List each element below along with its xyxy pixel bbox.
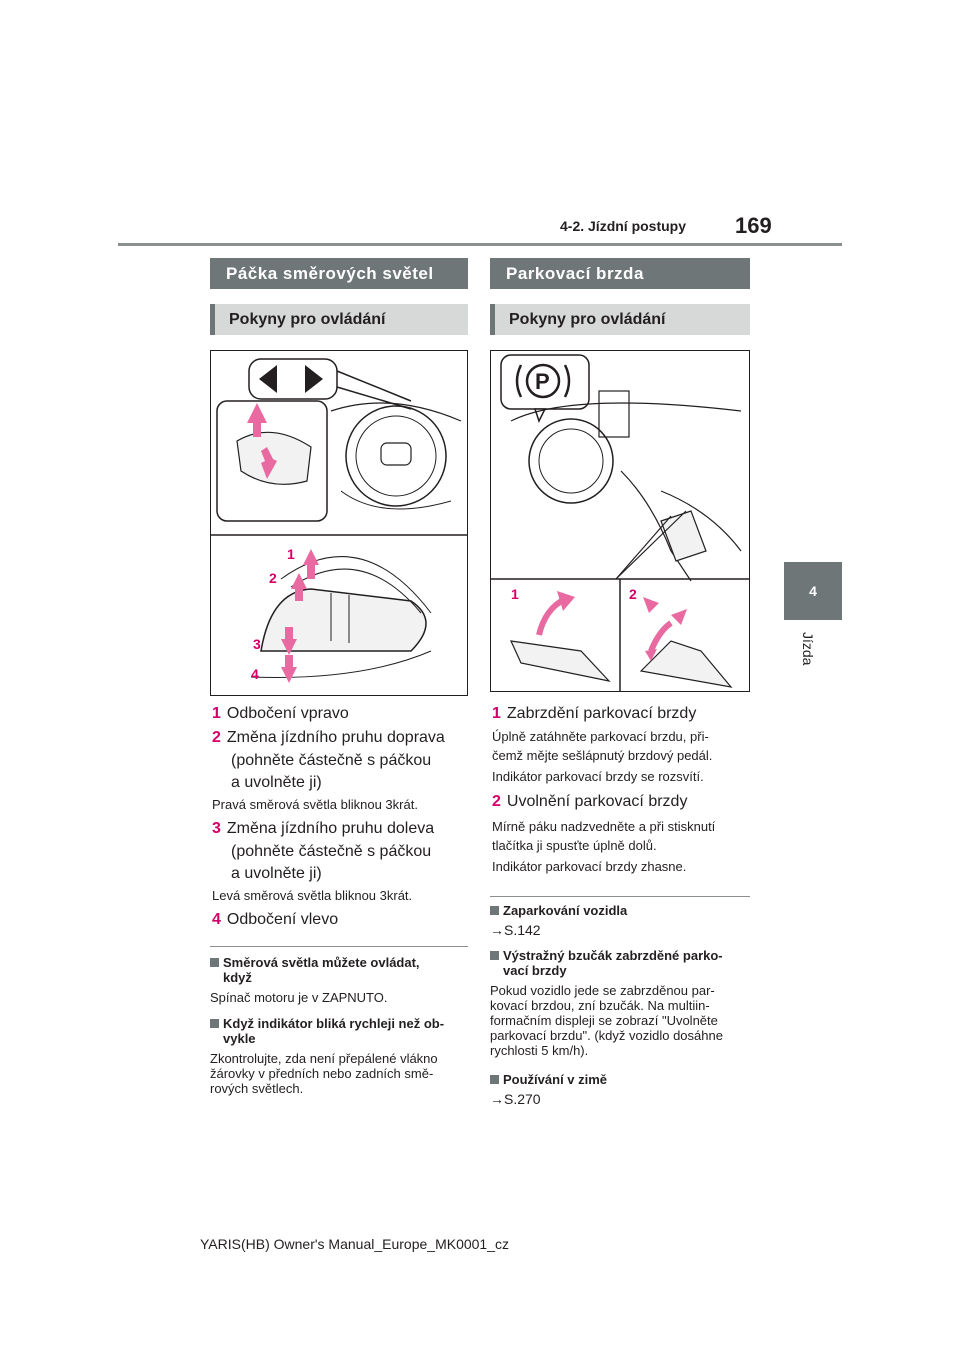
step-number: 2 [212, 729, 221, 746]
right-note-3-ref[interactable]: →S.270 [490, 1091, 541, 1107]
right-note-2-body-4: parkovací brzdu". (když vozidlo dosáhne [490, 1028, 723, 1043]
right-step-2-note-3: Indikátor parkovací brzdy zhasne. [492, 859, 687, 874]
lever-icon [260, 588, 427, 652]
step-text: Odbočení vlevo [226, 911, 339, 928]
right-note-2-body-2: kovací brzdou, zní bzučák. Na multiin- [490, 998, 710, 1013]
left-step-3-line3: a uvolněte ji) [231, 865, 322, 882]
right-step-2-note-2: tlačítka ji spusťte úplně dolů. [492, 838, 657, 853]
square-bullet-icon [490, 906, 499, 915]
page-number: 169 [735, 213, 772, 238]
brake-lever-icon [660, 510, 707, 562]
step-text: Zabrzdění parkovací brzdy [506, 705, 697, 722]
fig-label-1: 1 [511, 586, 519, 602]
arrow-3-icon [281, 627, 297, 655]
header-rule [118, 243, 842, 246]
left-note-2-head2: vykle [223, 1031, 256, 1046]
fig-label-3: 3 [253, 636, 261, 652]
right-note-2-body-1: Pokud vozidlo jede se zabrzděnou par- [490, 983, 715, 998]
notes-rule-left [210, 946, 468, 947]
left-step-2-note: Pravá směrová světla bliknou 3krát. [212, 797, 418, 812]
arrow-1-icon [303, 549, 319, 579]
left-step-2: 2 Změna jízdního pruhu doprava [212, 727, 445, 749]
steering-wheel-icon [528, 418, 614, 504]
right-step-2: 2 Uvolnění parkovací brzdy [492, 791, 687, 813]
left-note-1-head2: když [223, 970, 252, 985]
down-arrow-icon [261, 447, 277, 479]
fig-label-2: 2 [629, 586, 637, 602]
subsection-title-right: Pokyny pro ovládání [490, 304, 750, 335]
right-arrow-icon [305, 365, 323, 393]
right-note-2-head2: vací brzdy [503, 963, 567, 978]
left-note-2-body-2: žárovky v předních nebo zadních smě- [210, 1066, 434, 1081]
square-bullet-icon [490, 951, 499, 960]
left-note-1-head: Směrová světla můžete ovládat, [210, 955, 468, 970]
right-note-3-head: Používání v zimě [490, 1072, 607, 1087]
step-text: Uvolnění parkovací brzdy [506, 793, 688, 810]
step-number: 4 [212, 911, 221, 928]
callout-box [248, 358, 338, 400]
step-text: Změna jízdního pruhu doleva [226, 820, 435, 837]
left-step-2-line3: a uvolněte ji) [231, 774, 322, 791]
section-title-parking-brake: Parkovací brzda [490, 258, 750, 289]
right-note-2-body-5: rychlosti 5 km/h). [490, 1043, 589, 1058]
step-text: Změna jízdního pruhu doprava [226, 729, 445, 746]
lever-up-icon [510, 640, 611, 682]
p-symbol: P [535, 369, 550, 394]
parking-symbol-icon [525, 363, 561, 399]
step-text: Odbočení vpravo [226, 705, 349, 722]
left-note-2-body-3: rových světlech. [210, 1081, 304, 1096]
release-down-arrow-icon [645, 649, 657, 661]
subsection-title-left: Pokyny pro ovládání [210, 304, 468, 335]
fig-label-2: 2 [269, 570, 277, 586]
left-note-1-body: Spínač motoru je v ZAPNUTO. [210, 990, 388, 1005]
left-arrow-icon [259, 365, 277, 393]
chapter-tab: 4 [784, 562, 842, 620]
steering-wheel-icon [345, 405, 447, 507]
screen-icon [598, 390, 630, 438]
release-up-arrow-icon [671, 609, 687, 625]
step-number: 3 [212, 820, 221, 837]
left-step-3-note: Levá směrová světla bliknou 3krát. [212, 888, 413, 903]
press-arrow-icon [643, 597, 659, 613]
right-step-1-note-3: Indikátor parkovací brzdy se rozsvítí. [492, 769, 704, 784]
left-note-2-head: Když indikátor bliká rychleji než ob- [210, 1016, 468, 1031]
left-step-3: 3 Změna jízdního pruhu doleva [212, 818, 434, 840]
parking-brake-figure: P 1 2 [490, 350, 750, 692]
step-number: 1 [492, 705, 501, 722]
left-step-1: 1 Odbočení vpravo [212, 703, 349, 725]
lever-down-icon [639, 640, 733, 688]
right-step-1-note-1: Úplně zatáhněte parkovací brzdu, při- [492, 729, 709, 744]
right-note-1-ref[interactable]: →S.142 [490, 922, 541, 938]
arrow-4-icon [281, 655, 297, 683]
section-title-turn-signal: Páčka směrových světel [210, 258, 468, 289]
parking-brake-illustration: P 1 2 [491, 354, 749, 691]
left-step-2-line2: (pohněte částečně s páčkou [231, 752, 432, 769]
square-bullet-icon [490, 1075, 499, 1084]
running-header: 4-2. Jízdní postupy [560, 218, 687, 234]
right-note-2-body-3: formačním displeji se zobrazí "Uvolněte [490, 1013, 718, 1028]
square-bullet-icon [210, 1019, 219, 1028]
turn-signal-figure: 1 2 3 4 [210, 350, 468, 696]
notes-rule-right [490, 896, 750, 897]
square-bullet-icon [210, 958, 219, 967]
right-step-2-note-1: Mírně páku nadzvedněte a při stisknutí [492, 819, 716, 834]
page-footer: YARIS(HB) Owner's Manual_Europe_MK0001_c… [200, 1236, 509, 1252]
left-step-4: 4 Odbočení vlevo [212, 909, 338, 931]
turn-signal-illustration: 1 2 3 4 [211, 358, 467, 683]
pull-arrow-icon [557, 591, 575, 611]
fig-label-4: 4 [251, 666, 259, 682]
chapter-label: Jízda [800, 632, 816, 666]
right-note-2-head: Výstražný bzučák zabrzděné parko- [490, 948, 752, 963]
right-step-1-note-2: čemž mějte sešlápnutý brzdový pedál. [492, 748, 713, 763]
left-step-3-line2: (pohněte částečně s páčkou [231, 843, 432, 860]
up-arrow-icon [247, 403, 267, 437]
fig-label-1: 1 [287, 546, 295, 562]
arrow-2-icon [291, 573, 307, 601]
left-note-2-body-1: Zkontrolujte, zda není přepálené vlákno [210, 1051, 438, 1066]
right-note-1-head: Zaparkování vozidla [490, 903, 627, 918]
step-number: 2 [492, 793, 501, 810]
step-number: 1 [212, 705, 221, 722]
right-step-1: 1 Zabrzdění parkovací brzdy [492, 703, 696, 725]
